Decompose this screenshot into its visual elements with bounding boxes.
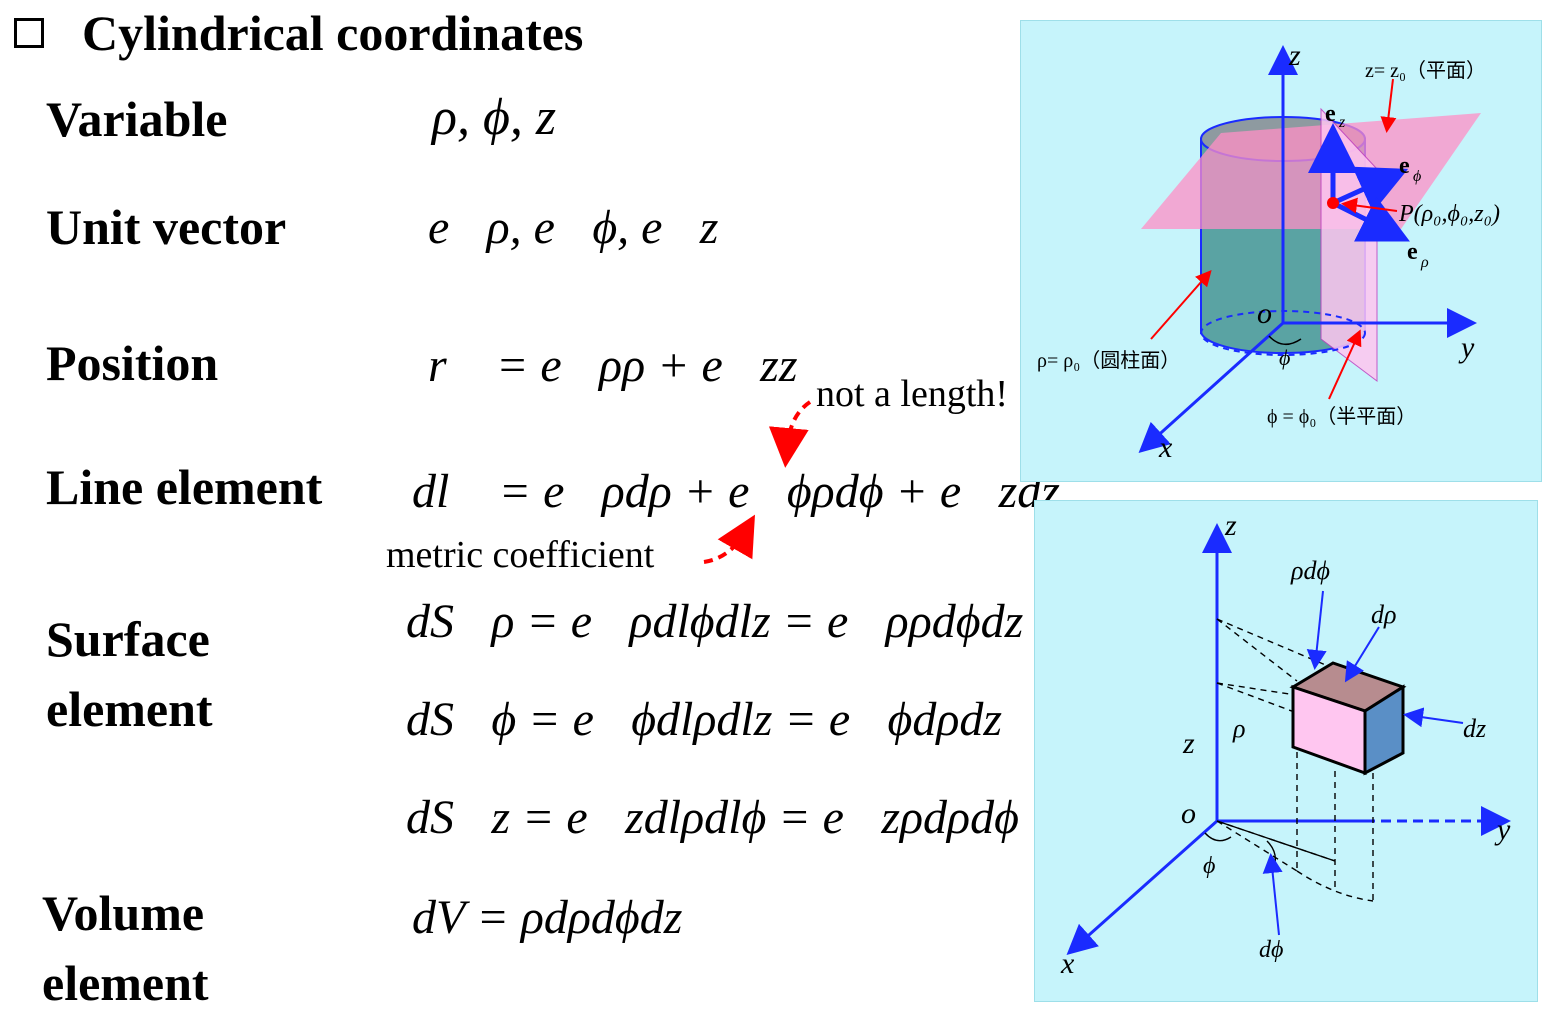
origin-label: o xyxy=(1181,797,1196,830)
rho-dphi-label: ρdϕ xyxy=(1290,556,1330,585)
y-axis-label: y xyxy=(1494,813,1511,846)
ephi-label: e xyxy=(1399,153,1410,179)
cylinder-label: ρ= ρ₀（圆柱面） xyxy=(1037,349,1180,372)
label-volume-line2: element xyxy=(42,955,209,1011)
dz-label: dz xyxy=(1463,714,1486,743)
x-axis-line xyxy=(1138,321,1285,454)
red-dashed-arrow-not-length xyxy=(768,400,812,468)
z-height-label: z xyxy=(1182,727,1195,760)
point-label: P(ρ₀,ϕ₀,z₀) xyxy=(1398,201,1500,227)
label-volume-line1: Volume xyxy=(42,885,205,941)
cube-side xyxy=(1363,684,1405,776)
figure-cylindrical-system: z y x o ϕ z= z₀（平面） ρ= ρ₀（圆柱面） ϕ = ϕ₀（半平… xyxy=(1020,20,1542,482)
page-title: Cylindrical coordinates xyxy=(14,4,583,62)
label-position: Position xyxy=(46,335,219,391)
figure-volume-element: z y x o ρdϕ dρ dz z ρ ϕ dϕ xyxy=(1034,500,1538,1002)
label-unit-vector: Unit vector xyxy=(46,199,287,255)
point-p xyxy=(1327,197,1339,209)
phi-arc xyxy=(1268,335,1302,345)
erho-sub-label: ρ xyxy=(1420,254,1429,271)
eq-volume: dV = ρdρdϕdz xyxy=(412,891,683,944)
pointer-plane xyxy=(1380,78,1397,133)
x-axis-label: x xyxy=(1060,947,1075,980)
eq-surface-rho: dS⃗ρ = e⃗ρdlϕdlz = e⃗ρρdϕdz xyxy=(406,595,1024,648)
title-text: Cylindrical coordinates xyxy=(82,5,584,61)
pointer-cylinder xyxy=(1150,269,1212,340)
eq-variable: ρ, ϕ, z xyxy=(432,89,557,146)
origin-label: o xyxy=(1257,297,1272,330)
note-not-a-length: not a length! xyxy=(816,373,1009,415)
checkbox-bullet-icon xyxy=(14,18,44,48)
red-dashed-arrow-metric xyxy=(703,514,756,564)
y-axis-label: y xyxy=(1458,331,1475,364)
ez-sub-label: z xyxy=(1338,114,1346,131)
rho-line-base xyxy=(1216,820,1336,862)
eq-unit-vector: e⃗ρ, e⃗ϕ, e⃗z xyxy=(428,201,719,254)
x-axis-line xyxy=(1066,819,1218,955)
label-surface-line1: Surface xyxy=(46,611,210,667)
eq-line-element: dl⃗ = e⃗ρdρ + e⃗ϕρdϕ + e⃗zdz xyxy=(412,465,1060,518)
pointer-half-plane xyxy=(1328,329,1362,400)
z-axis-label: z xyxy=(1224,509,1237,542)
eq-surface-z: dS⃗z = e⃗zdlρdlϕ = e⃗zρdρdϕ xyxy=(406,791,1019,844)
x-axis-label: x xyxy=(1158,431,1173,464)
d-rho-label: dρ xyxy=(1371,600,1396,629)
phi-label: ϕ xyxy=(1279,345,1290,370)
pointer-point xyxy=(1341,197,1398,214)
ez-label: e xyxy=(1325,101,1336,127)
phi-label: ϕ xyxy=(1203,853,1215,879)
pointer-lines xyxy=(1262,590,1464,936)
plane-label: z= z₀（平面） xyxy=(1365,59,1486,82)
ephi-sub-label: ϕ xyxy=(1413,168,1421,185)
z-axis-label: z xyxy=(1288,39,1301,72)
note-metric-coefficient: metric coefficient xyxy=(386,534,655,576)
half-plane-label: ϕ = ϕ₀（半平面） xyxy=(1267,405,1416,428)
rho-label: ρ xyxy=(1232,714,1245,743)
erho-label: e xyxy=(1407,239,1418,265)
label-surface-line2: element xyxy=(46,681,213,737)
label-variable: Variable xyxy=(46,91,228,147)
eq-position: r⃗ = e⃗ρρ + e⃗zz xyxy=(428,339,798,392)
eq-surface-phi: dS⃗ϕ = e⃗ϕdlρdlz = e⃗ϕdρdz xyxy=(406,693,1003,746)
phi-arc xyxy=(1204,832,1232,842)
label-line-element: Line element xyxy=(46,459,323,515)
d-phi-label: dϕ xyxy=(1259,937,1283,963)
